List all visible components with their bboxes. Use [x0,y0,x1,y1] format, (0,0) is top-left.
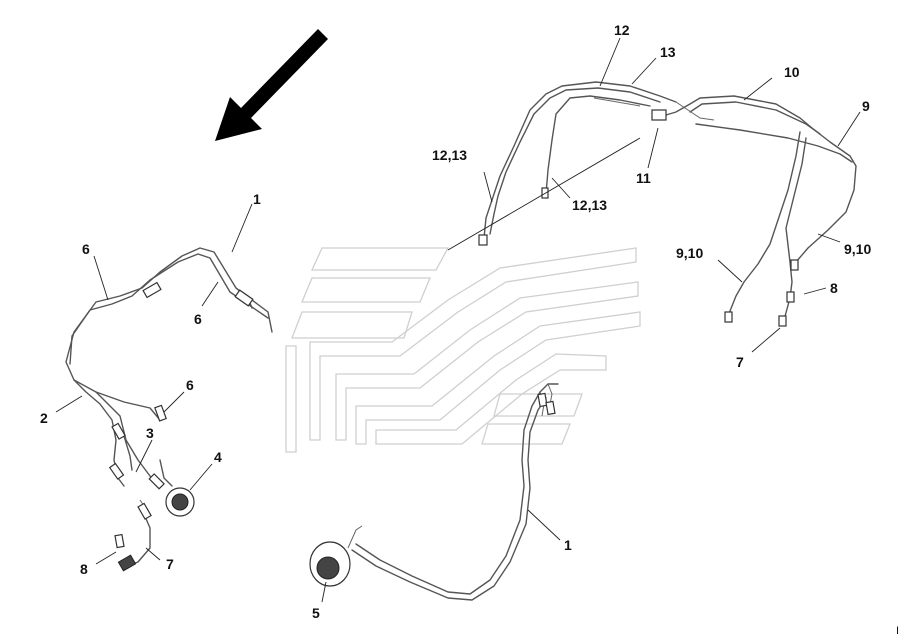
callout-5: 5 [312,605,320,621]
callout-12-13-right: 12,13 [572,197,607,213]
right-harness [478,81,857,327]
callout-1-lower: 1 [564,537,572,553]
callout-6-left: 6 [82,241,90,257]
watermark-logo [285,247,641,453]
callout-6-lower: 6 [186,377,194,393]
callout-9: 9 [862,98,870,114]
callout-12-13-left: 12,13 [432,147,467,163]
callout-labels: 1 6 6 6 2 3 4 8 7 5 1 12 13 10 9 12,13 1… [40,22,899,637]
arrow-down-left-icon [215,29,328,141]
callout-10: 10 [784,64,800,80]
callout-13: 13 [660,44,676,60]
center-cable [309,383,559,601]
callout-6-mid: 6 [194,311,202,327]
left-harness [65,247,273,572]
callout-1-upper: 1 [253,191,261,207]
callout-8-right: 8 [830,280,838,296]
callout-3: 3 [146,425,154,441]
callout-7-left: 7 [166,556,174,572]
callout-12: 12 [614,22,630,38]
callout-7-right: 7 [736,354,744,370]
callout-2: 2 [40,410,48,426]
leader-lines [55,37,861,603]
corner-mark: I [896,625,899,637]
callout-9-10-left: 9,10 [676,245,703,261]
callout-9-10-right: 9,10 [844,241,871,257]
callout-8-left: 8 [80,561,88,577]
callout-11: 11 [636,170,651,186]
callout-4: 4 [214,449,222,465]
